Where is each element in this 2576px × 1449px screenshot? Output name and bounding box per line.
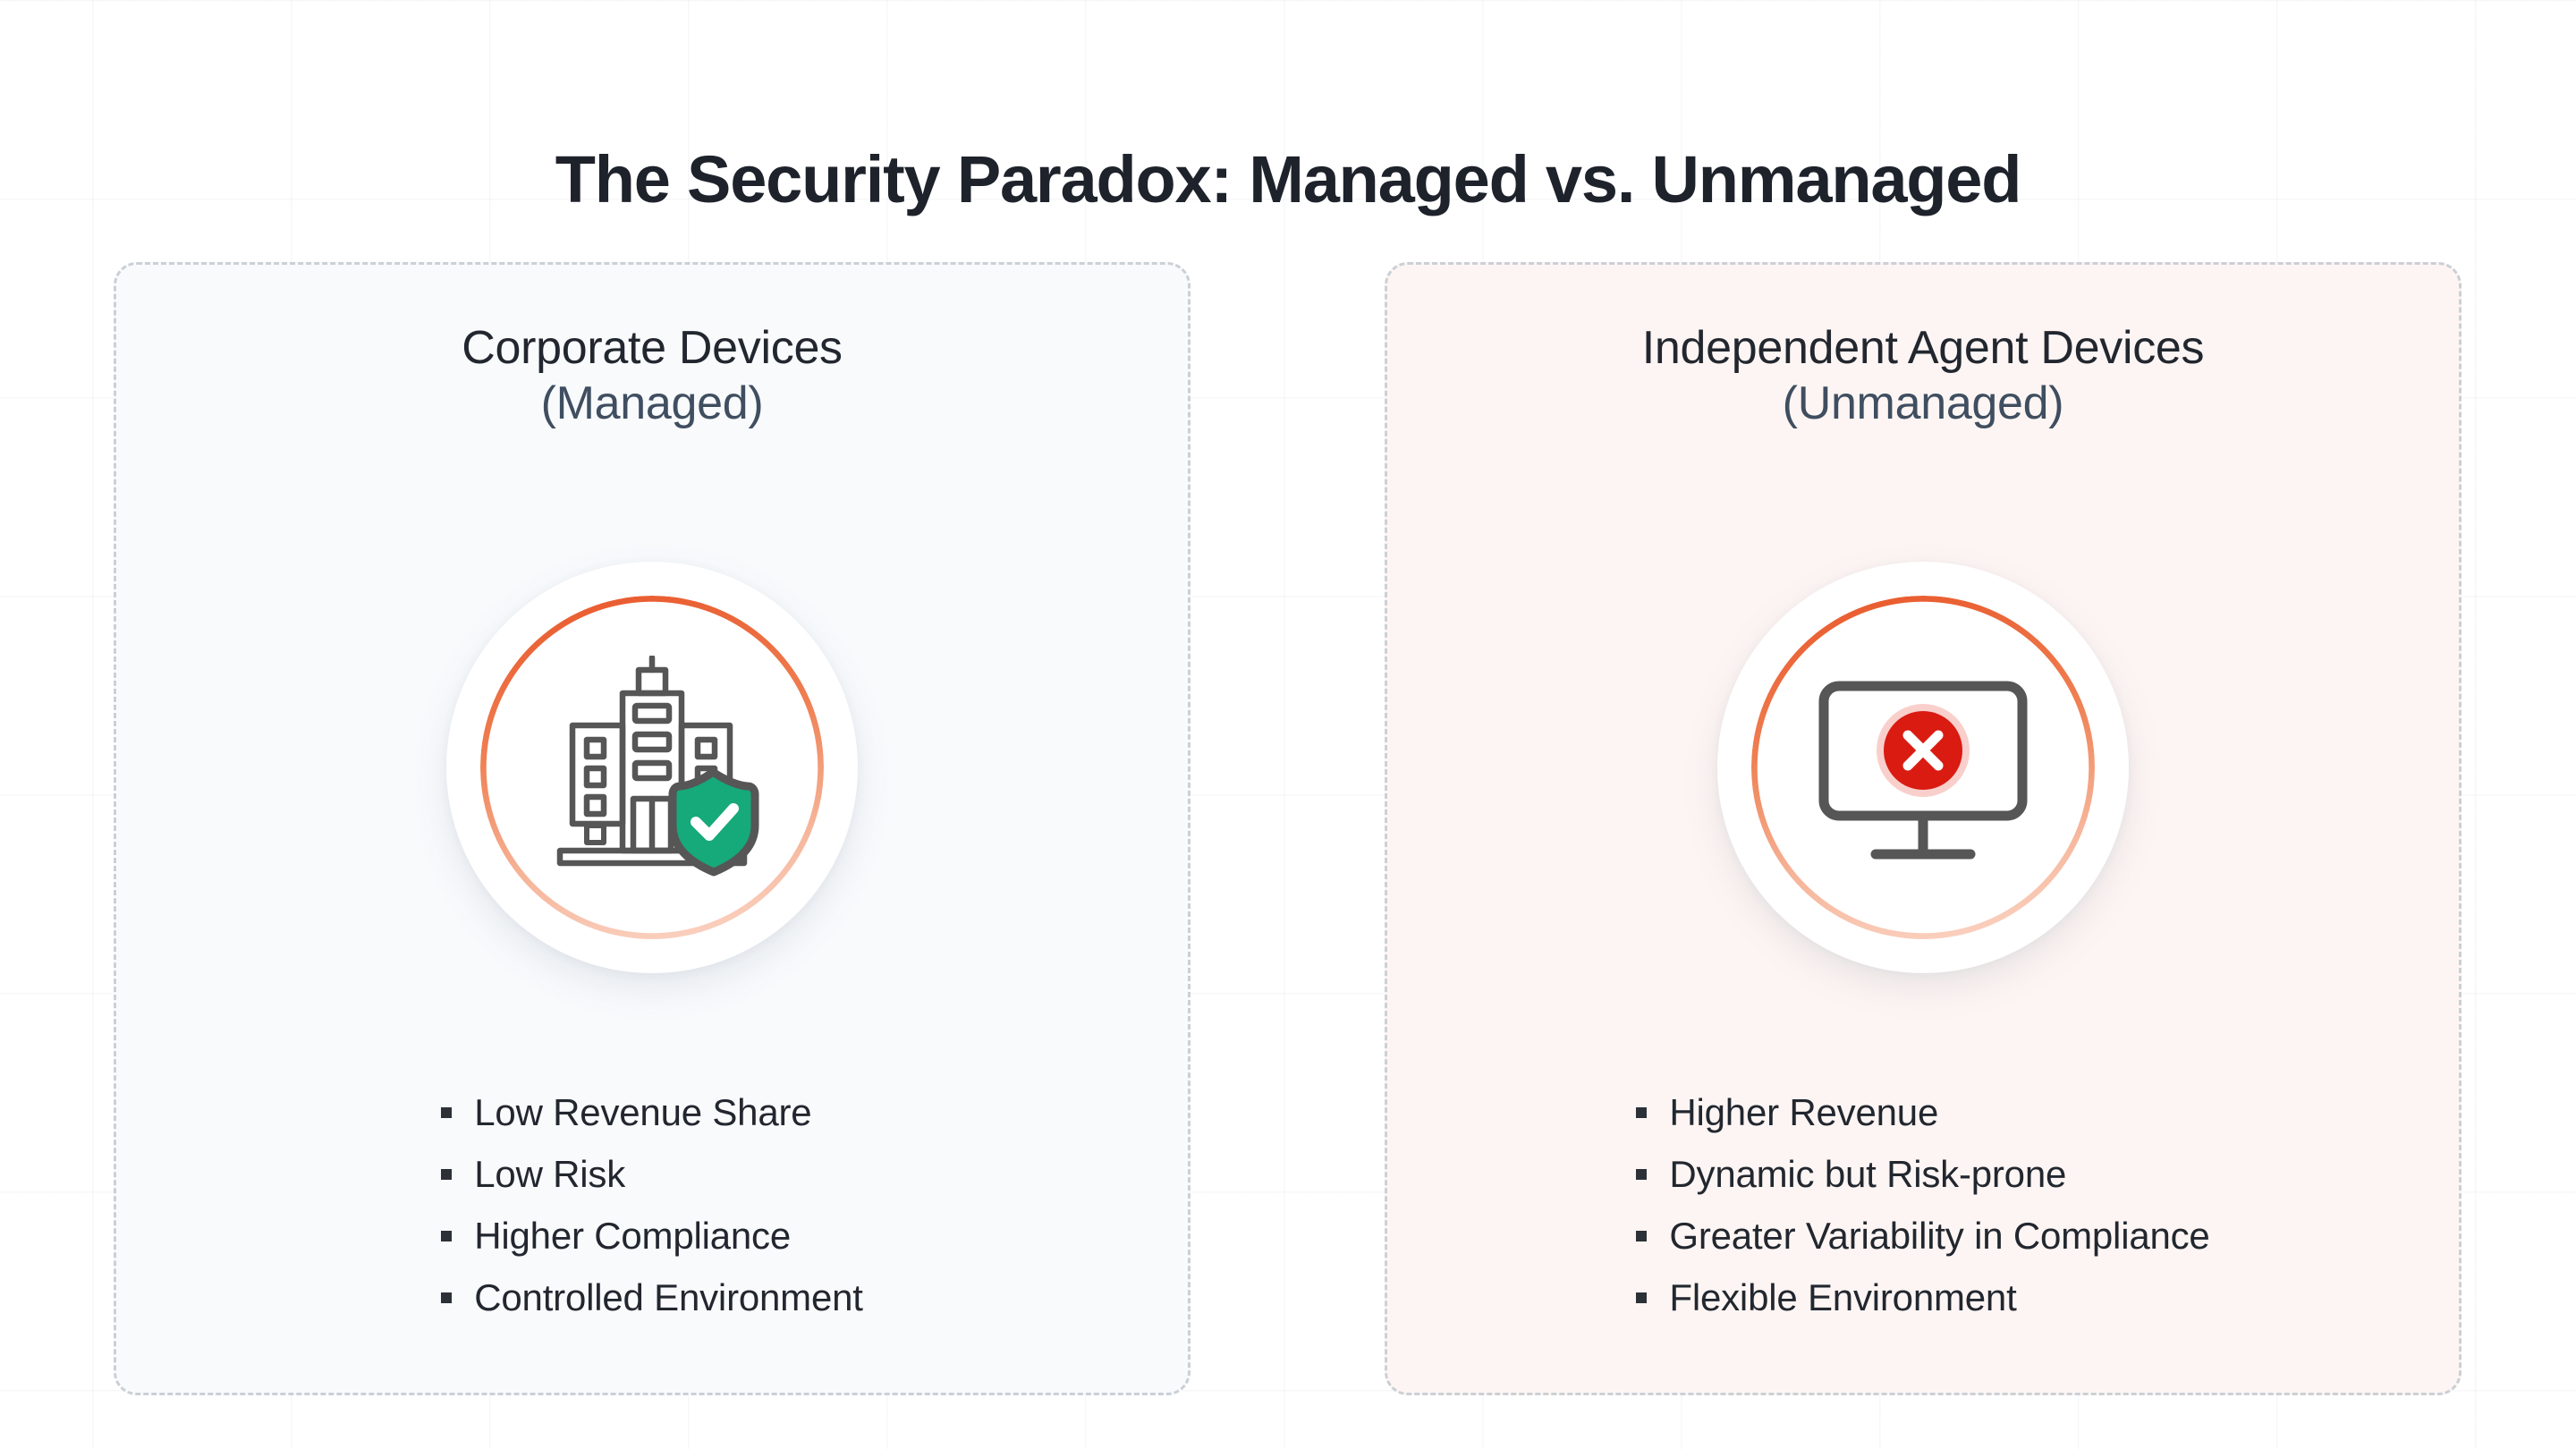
medallion-managed bbox=[446, 562, 858, 973]
list-item: Low Risk bbox=[441, 1148, 863, 1200]
page-title: The Security Paradox: Managed vs. Unmana… bbox=[555, 141, 2022, 216]
list-item-label: Greater Variability in Compliance bbox=[1669, 1214, 2210, 1257]
list-item-label: Low Revenue Share bbox=[474, 1091, 812, 1133]
card-heading-unmanaged: Independent Agent Devices (Unmanaged) bbox=[1387, 321, 2459, 431]
bullet-square-icon bbox=[441, 1168, 453, 1180]
list-item-label: Higher Revenue bbox=[1669, 1091, 1939, 1133]
bullet-square-icon bbox=[441, 1230, 453, 1241]
list-item: Higher Revenue bbox=[1636, 1087, 2209, 1139]
card-subtitle-managed: (Managed) bbox=[540, 377, 764, 430]
bullet-square-icon bbox=[441, 1292, 453, 1303]
card-independent-agent-devices-unmanaged: Independent Agent Devices (Unmanaged) bbox=[1385, 262, 2462, 1395]
list-item-label: Low Risk bbox=[474, 1152, 626, 1195]
card-corporate-devices-managed: Corporate Devices (Managed) bbox=[114, 262, 1191, 1395]
card-title-managed: Corporate Devices bbox=[462, 322, 843, 374]
card-title-unmanaged: Independent Agent Devices bbox=[1641, 322, 2205, 374]
bullet-square-icon bbox=[1636, 1107, 1648, 1118]
list-item: Dynamic but Risk-prone bbox=[1636, 1148, 2209, 1200]
list-item: Controlled Environment bbox=[441, 1272, 863, 1324]
bullet-square-icon bbox=[1636, 1230, 1648, 1241]
list-item: Flexible Environment bbox=[1636, 1272, 2209, 1324]
medallion-gradient-ring bbox=[480, 596, 824, 939]
card-heading-managed: Corporate Devices (Managed) bbox=[116, 321, 1188, 431]
medallion-unmanaged bbox=[1717, 562, 2129, 973]
bullet-list-unmanaged: Higher Revenue Dynamic but Risk-prone Gr… bbox=[1387, 1087, 2459, 1324]
card-subtitle-unmanaged: (Unmanaged) bbox=[1782, 377, 2064, 430]
list-item: Greater Variability in Compliance bbox=[1636, 1210, 2210, 1262]
list-item: Low Revenue Share bbox=[441, 1087, 863, 1139]
monitor-error-x-icon bbox=[1811, 656, 2035, 879]
office-building-shield-check-icon bbox=[540, 654, 764, 879]
list-item-label: Controlled Environment bbox=[474, 1275, 863, 1318]
bullet-square-icon bbox=[1636, 1292, 1648, 1303]
bullet-list-managed: Low Revenue Share Low Risk Higher Compli… bbox=[116, 1087, 1188, 1324]
bullet-square-icon bbox=[1636, 1168, 1648, 1180]
list-item: Higher Compliance bbox=[441, 1210, 863, 1262]
list-item-label: Dynamic but Risk-prone bbox=[1669, 1152, 2067, 1195]
list-item-label: Flexible Environment bbox=[1669, 1275, 2017, 1318]
list-item-label: Higher Compliance bbox=[474, 1214, 792, 1257]
bullet-square-icon bbox=[441, 1107, 453, 1118]
